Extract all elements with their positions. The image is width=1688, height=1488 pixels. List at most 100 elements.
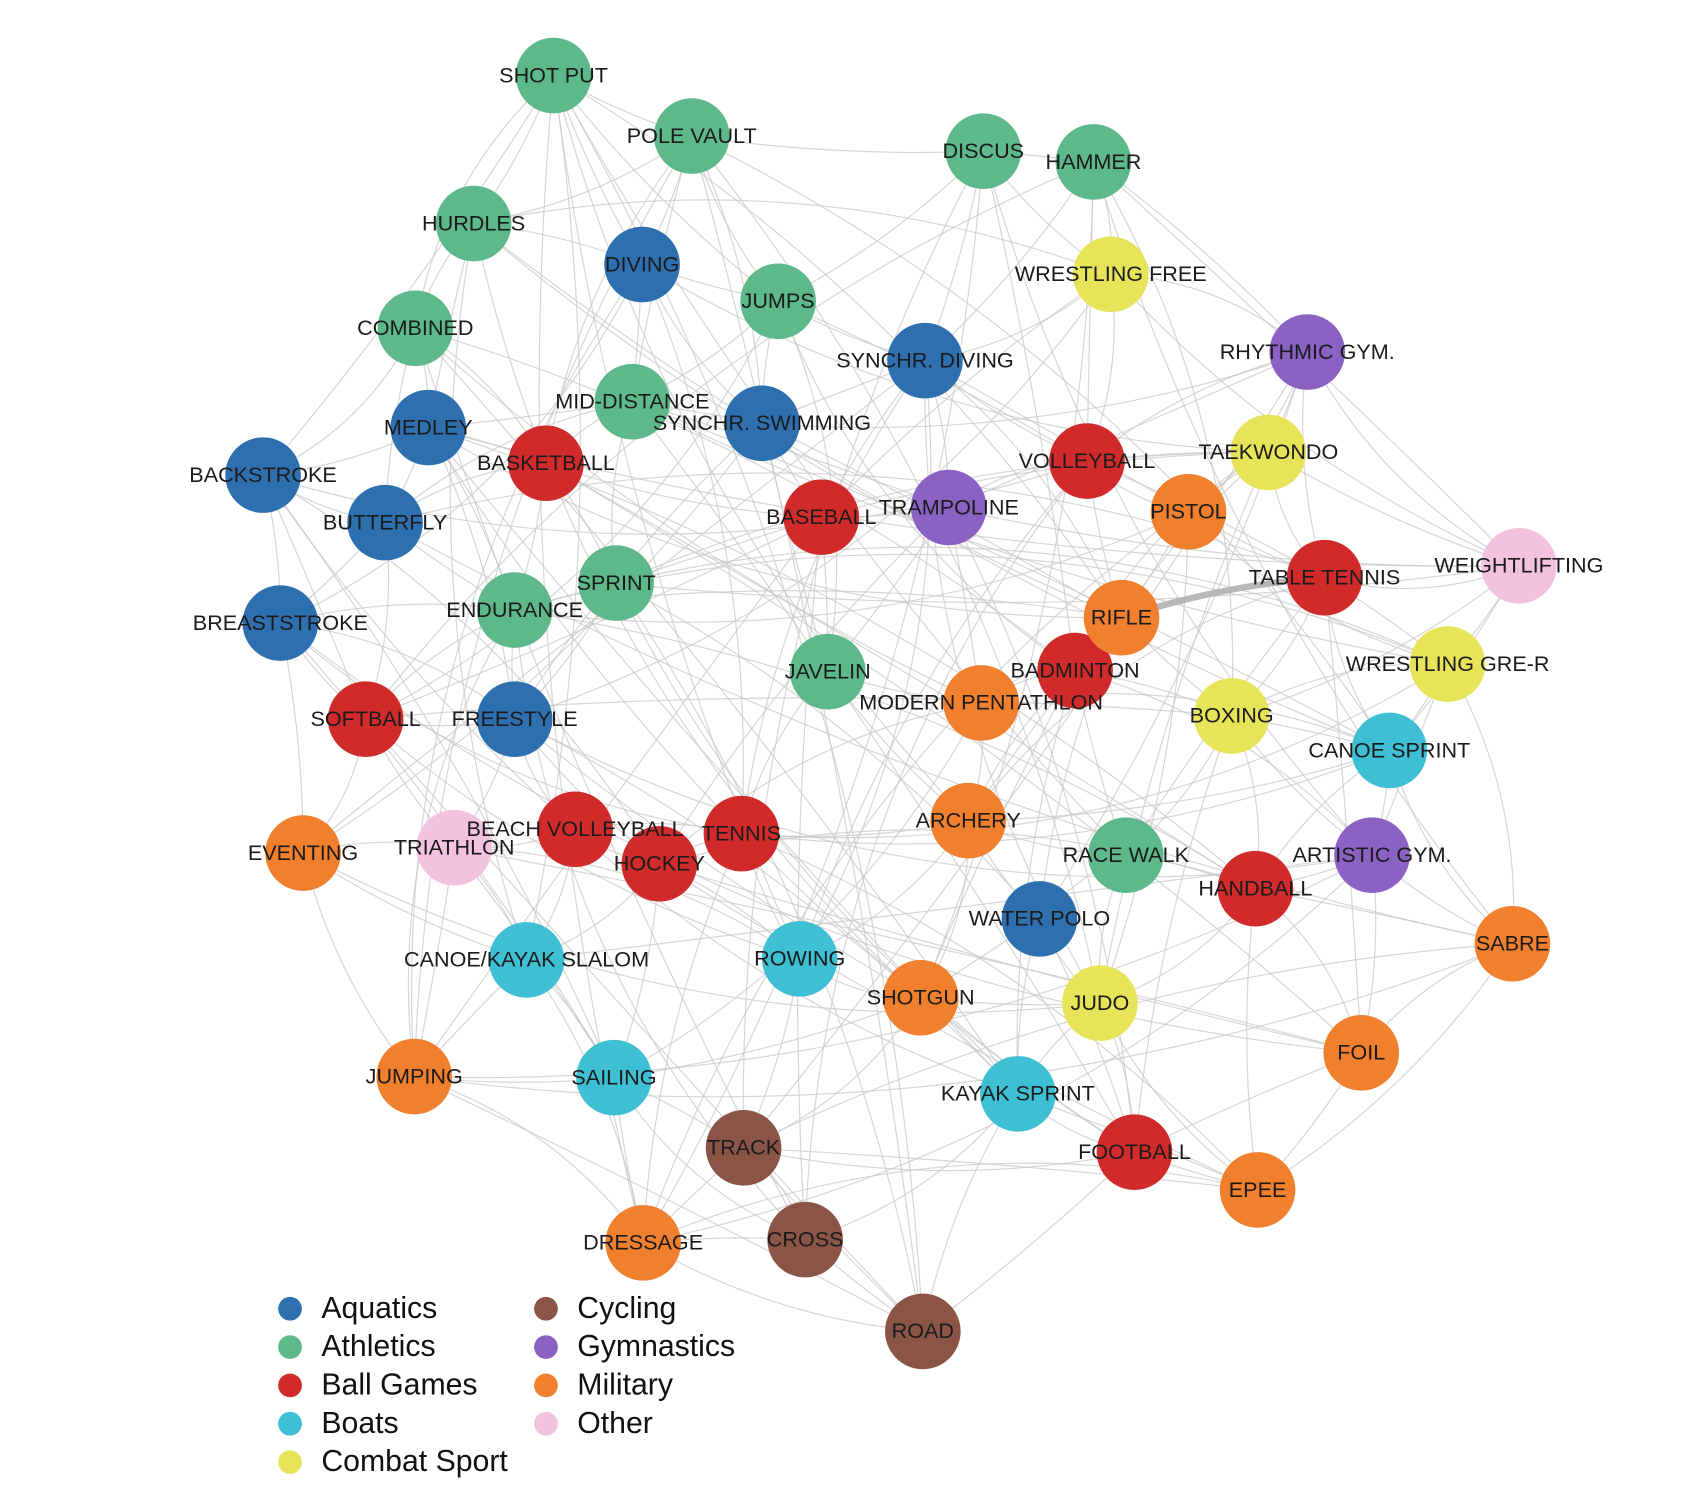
node-label-mid-distance: MID-DISTANCE: [555, 388, 709, 413]
node-label-taekwondo: TAEKWONDO: [1198, 439, 1338, 464]
node-label-weightlifting: WEIGHTLIFTING: [1434, 553, 1603, 578]
edge: [948, 506, 1519, 567]
edge: [741, 663, 1448, 839]
node-modern-pentathlon: [943, 665, 1019, 741]
edge: [514, 273, 1112, 720]
node-label-modern-pentathlon: MODERN PENTATHLON: [859, 690, 1103, 715]
edge: [922, 1093, 1019, 1332]
node-label-tennis: TENNIS: [702, 820, 781, 845]
edge: [741, 749, 1390, 845]
edge: [641, 264, 744, 834]
node-artistic-gym: [1334, 817, 1410, 894]
node-label-jumping: JUMPING: [366, 1063, 463, 1088]
node-label-wrestling-gre-r: WRESTLING GRE-R: [1346, 651, 1550, 676]
node-rhythmic-gym: [1269, 314, 1346, 390]
edge: [365, 516, 822, 720]
legend-label-athletics: Athletics: [321, 1330, 435, 1363]
legend-label-gymnastics: Gymnastics: [577, 1330, 735, 1363]
edge: [799, 460, 1088, 960]
node-epee: [1219, 1152, 1296, 1228]
edge: [1099, 452, 1269, 1004]
node-rowing: [761, 921, 838, 997]
node-label-archery: ARCHERY: [916, 807, 1021, 832]
edge: [1246, 888, 1259, 1191]
node-pistol: [1150, 474, 1227, 550]
edge: [642, 451, 1269, 1244]
node-road: [885, 1293, 961, 1370]
edge: [967, 577, 1325, 822]
edge: [691, 135, 763, 424]
edge: [365, 301, 779, 720]
node-synchr-swimming: [724, 385, 800, 462]
node-label-sprint: SPRINT: [577, 570, 656, 595]
legend-label-ball-games: Ball Games: [321, 1368, 477, 1401]
node-judo: [1062, 965, 1138, 1041]
node-label-rhythmic-gym: RHYTHMIC GYM.: [1220, 339, 1395, 364]
node-pole-vault: [653, 98, 730, 174]
edge: [514, 718, 921, 999]
edge: [743, 1147, 1258, 1191]
node-hockey: [621, 826, 698, 902]
node-medley: [390, 389, 467, 466]
node-volleyball: [1049, 423, 1125, 499]
edge: [616, 565, 1519, 604]
node-butterfly: [347, 484, 423, 561]
edge: [613, 997, 921, 1079]
node-triathlon: [416, 809, 492, 886]
node-label-beach-volleyball: BEACH VOLLEYBALL: [467, 816, 684, 841]
edge: [691, 135, 1390, 751]
edge: [262, 474, 576, 830]
node-baseball: [783, 479, 860, 556]
edge: [922, 1151, 1135, 1332]
node-label-volleyball: VOLLEYBALL: [1019, 448, 1156, 473]
node-label-jumps: JUMPS: [742, 288, 815, 313]
node-label-boxing: BOXING: [1190, 703, 1274, 728]
edge: [262, 75, 555, 476]
node-trampoline: [910, 469, 987, 546]
node-label-football: FOOTBALL: [1078, 1139, 1191, 1164]
edge: [691, 135, 984, 154]
node-canoe-kayak-slalom: [488, 922, 565, 998]
node-endurance: [476, 572, 553, 648]
node-label-pistol: PISTOL: [1150, 499, 1226, 524]
edge: [514, 609, 1256, 890]
edge: [1092, 161, 1234, 716]
node-label-butterfly: BUTTERFLY: [323, 509, 447, 534]
edge: [410, 264, 643, 1077]
node-label-road: ROAD: [892, 1318, 954, 1343]
edge: [631, 401, 1135, 1153]
edge: [642, 833, 742, 1243]
node-label-handball: HANDBALL: [1198, 875, 1312, 900]
node-label-medley: MEDLEY: [384, 414, 473, 439]
node-cross: [767, 1201, 843, 1278]
node-label-breaststroke: BREASTSTROKE: [193, 610, 368, 635]
edge: [514, 718, 1019, 1095]
edge: [280, 264, 643, 624]
node-label-basketball: BASKETBALL: [477, 450, 615, 475]
node-weightlifting: [1481, 528, 1557, 604]
node-label-synchr-swimming: SYNCHR. SWIMMING: [653, 410, 871, 435]
edge: [804, 1093, 1019, 1241]
node-table-tennis: [1286, 539, 1363, 616]
node-label-cross: CROSS: [767, 1226, 844, 1251]
edge: [777, 301, 1076, 672]
node-eventing: [265, 815, 341, 891]
node-label-synchr-diving: SYNCHR. DIVING: [836, 347, 1013, 372]
node-sabre: [1474, 905, 1551, 982]
edge: [553, 75, 779, 302]
node-sailing: [576, 1039, 652, 1116]
node-label-discus: DISCUS: [943, 138, 1025, 163]
node-shot-put: [515, 37, 592, 114]
edge: [413, 516, 822, 1077]
edge: [552, 75, 969, 822]
node-archery: [930, 782, 1006, 859]
legend-label-cycling: Cycling: [577, 1292, 676, 1325]
edge: [982, 151, 1076, 671]
node-label-hammer: HAMMER: [1045, 149, 1141, 174]
node-label-table-tennis: TABLE TENNIS: [1249, 564, 1401, 589]
edge: [820, 273, 1112, 518]
node-jumps: [740, 263, 816, 340]
